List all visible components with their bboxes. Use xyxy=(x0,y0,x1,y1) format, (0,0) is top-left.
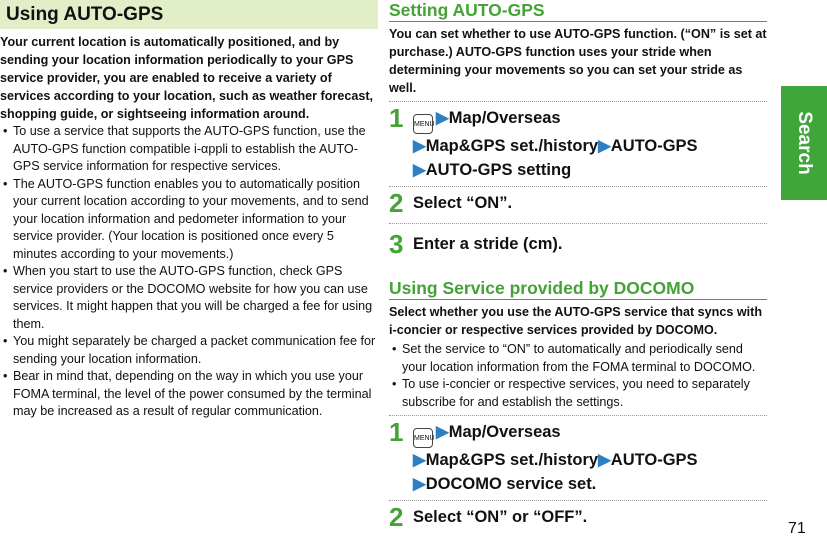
setting-step-2: 2 Select “ON”. xyxy=(389,188,767,218)
list-item: Set the service to “ON” to automatically… xyxy=(389,341,767,376)
divider xyxy=(389,223,767,224)
docomo-step-2: 2 Select “ON” or “OFF”. xyxy=(389,502,767,532)
intro-paragraph: Your current location is automatically p… xyxy=(0,35,374,121)
menu-path-item: AUTO-GPS xyxy=(610,137,698,155)
bullet-list: To use a service that supports the AUTO-… xyxy=(0,123,378,421)
list-item: You might separately be charged a packet… xyxy=(0,333,378,368)
menu-key-icon: MENU xyxy=(413,114,435,134)
docomo-bullet-list: Set the service to “ON” to automatically… xyxy=(389,341,767,411)
menu-path-item: DOCOMO service set. xyxy=(425,475,597,493)
step-text: Select “ON” or “OFF”. xyxy=(413,508,588,526)
divider xyxy=(389,101,767,102)
list-item: To use a service that supports the AUTO-… xyxy=(0,123,378,176)
list-item: The AUTO-GPS function enables you to aut… xyxy=(0,176,378,264)
divider xyxy=(389,186,767,187)
step-number: 3 xyxy=(389,229,404,259)
section-heading-using-auto-gps: Using AUTO-GPS xyxy=(0,0,378,29)
arrow-right-icon: ▶ xyxy=(598,137,611,155)
arrow-right-icon: ▶ xyxy=(436,423,449,441)
menu-path-item: Map&GPS set./history xyxy=(425,451,599,469)
menu-key-icon: MENU xyxy=(413,428,435,448)
menu-path-item: AUTO-GPS setting xyxy=(425,161,572,179)
setting-paragraph: You can set whether to use AUTO-GPS func… xyxy=(389,27,767,95)
divider xyxy=(389,500,767,501)
menu-path-item: Map&GPS set./history xyxy=(425,137,599,155)
left-column: Using AUTO-GPS Your current location is … xyxy=(0,0,378,421)
right-column: Setting AUTO-GPS You can set whether to … xyxy=(389,0,767,532)
step-number: 1 xyxy=(389,417,404,447)
arrow-right-icon: ▶ xyxy=(413,161,426,179)
section-heading-docomo-service: Using Service provided by DOCOMO xyxy=(389,278,767,300)
arrow-right-icon: ▶ xyxy=(598,451,611,469)
arrow-right-icon: ▶ xyxy=(413,137,426,155)
menu-path-item: Map/Overseas xyxy=(448,109,561,127)
list-item: To use i-concier or respective services,… xyxy=(389,376,767,411)
step-text: Enter a stride (cm). xyxy=(413,235,563,253)
page-number: 71 xyxy=(788,520,806,537)
arrow-right-icon: ▶ xyxy=(413,475,426,493)
divider xyxy=(389,415,767,416)
side-tab-label: Search xyxy=(794,111,815,175)
step-number: 1 xyxy=(389,103,404,133)
arrow-right-icon: ▶ xyxy=(413,451,426,469)
setting-step-3: 3 Enter a stride (cm). xyxy=(389,229,767,259)
docomo-step-1: 1 MENU▶Map/Overseas ▶Map&GPS set./histor… xyxy=(389,417,767,496)
menu-path-item: AUTO-GPS xyxy=(610,451,698,469)
docomo-paragraph: Select whether you use the AUTO-GPS serv… xyxy=(389,305,763,337)
menu-path-item: Map/Overseas xyxy=(448,423,561,441)
side-tab-search: Search xyxy=(781,86,827,200)
list-item: When you start to use the AUTO-GPS funct… xyxy=(0,263,378,333)
step-number: 2 xyxy=(389,502,404,532)
step-number: 2 xyxy=(389,188,404,218)
setting-step-1: 1 MENU▶Map/Overseas ▶Map&GPS set./histor… xyxy=(389,103,767,182)
list-item: Bear in mind that, depending on the way … xyxy=(0,368,378,421)
step-text: Select “ON”. xyxy=(413,194,513,212)
section-heading-setting-auto-gps: Setting AUTO-GPS xyxy=(389,0,767,22)
arrow-right-icon: ▶ xyxy=(436,109,449,127)
